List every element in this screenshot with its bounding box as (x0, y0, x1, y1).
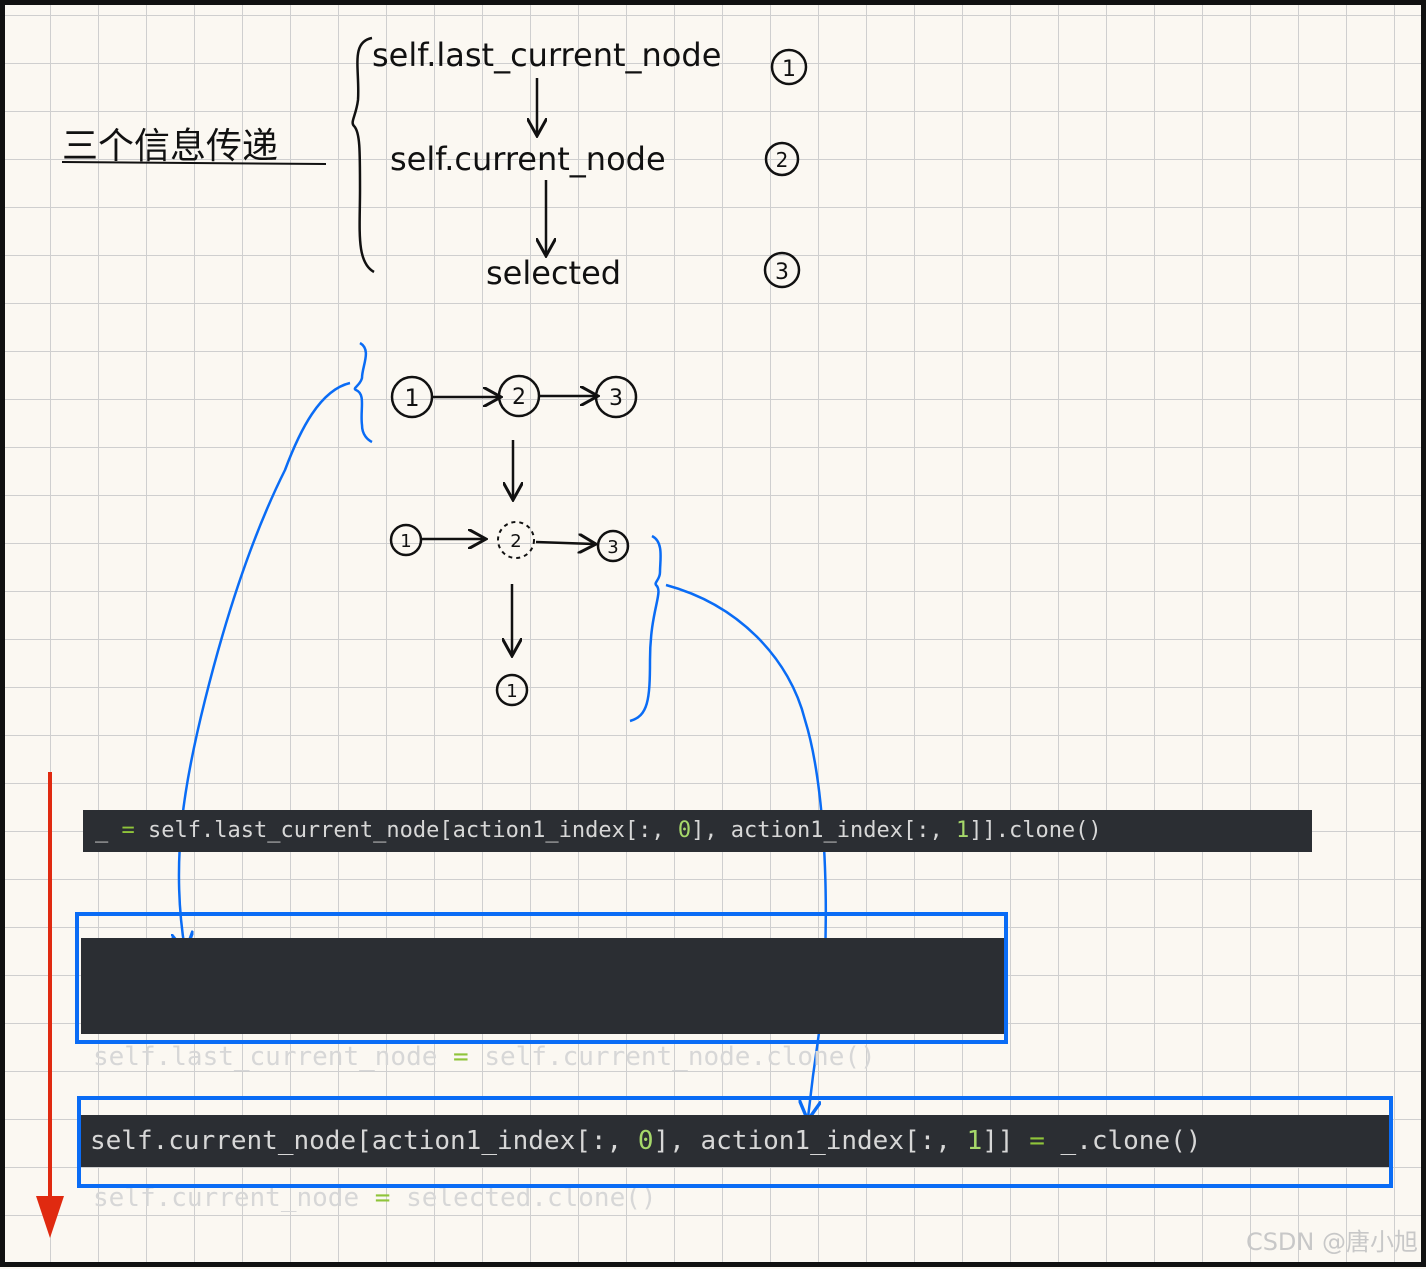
code-line-update-current: self.current_node = selected.clone() (93, 1183, 657, 1213)
brace-left (351, 36, 375, 274)
label-underline (61, 161, 327, 165)
code-line-copy-source: _ = self.last_current_node[action1_index… (83, 810, 1312, 852)
curve-blue-to-box1 (179, 381, 351, 950)
num-circle-1: 1 (770, 48, 808, 86)
svg-text:1: 1 (404, 384, 419, 412)
node-mid-2-dashed: 2 (497, 521, 535, 559)
item-last-current-node: self.last_current_node (372, 36, 721, 74)
label-three-info-transfer: 三个信息传递 (62, 126, 278, 167)
node-mid-3: 3 (596, 529, 630, 563)
code-block-update-nodes: self.last_current_node = self.current_no… (81, 938, 1004, 1213)
node-top-3: 3 (594, 375, 638, 419)
svg-text:2: 2 (512, 385, 526, 410)
node-top-1: 1 (390, 375, 434, 419)
svg-text:1: 1 (400, 531, 411, 552)
timeline-arrow-head (36, 1196, 64, 1238)
svg-text:3: 3 (775, 260, 789, 285)
brace-blue-top (353, 341, 373, 444)
code-line-restore: self.current_node[action1_index[:, 0], a… (81, 1115, 1389, 1167)
node-bottom-1: 1 (495, 673, 529, 707)
brace-blue-right (629, 534, 662, 723)
item-selected: selected (486, 254, 621, 292)
svg-text:2: 2 (510, 531, 521, 552)
highlight-box-restore (77, 1096, 1393, 1188)
arrow-mid-2-3 (535, 542, 594, 544)
svg-text:1: 1 (506, 681, 517, 702)
code-line-update-last: self.last_current_node = self.current_no… (93, 1042, 876, 1072)
svg-text:1: 1 (782, 57, 796, 82)
highlight-box-update (75, 912, 1008, 1044)
num-circle-2: 2 (764, 141, 800, 177)
watermark: CSDN @唐小旭 (1245, 1228, 1418, 1256)
num-circle-3: 3 (763, 251, 801, 289)
svg-text:3: 3 (607, 537, 618, 558)
svg-text:2: 2 (776, 148, 789, 172)
node-mid-1: 1 (389, 523, 423, 557)
svg-text:3: 3 (609, 386, 623, 411)
item-current-node: self.current_node (390, 140, 666, 178)
node-top-2: 2 (497, 374, 541, 418)
